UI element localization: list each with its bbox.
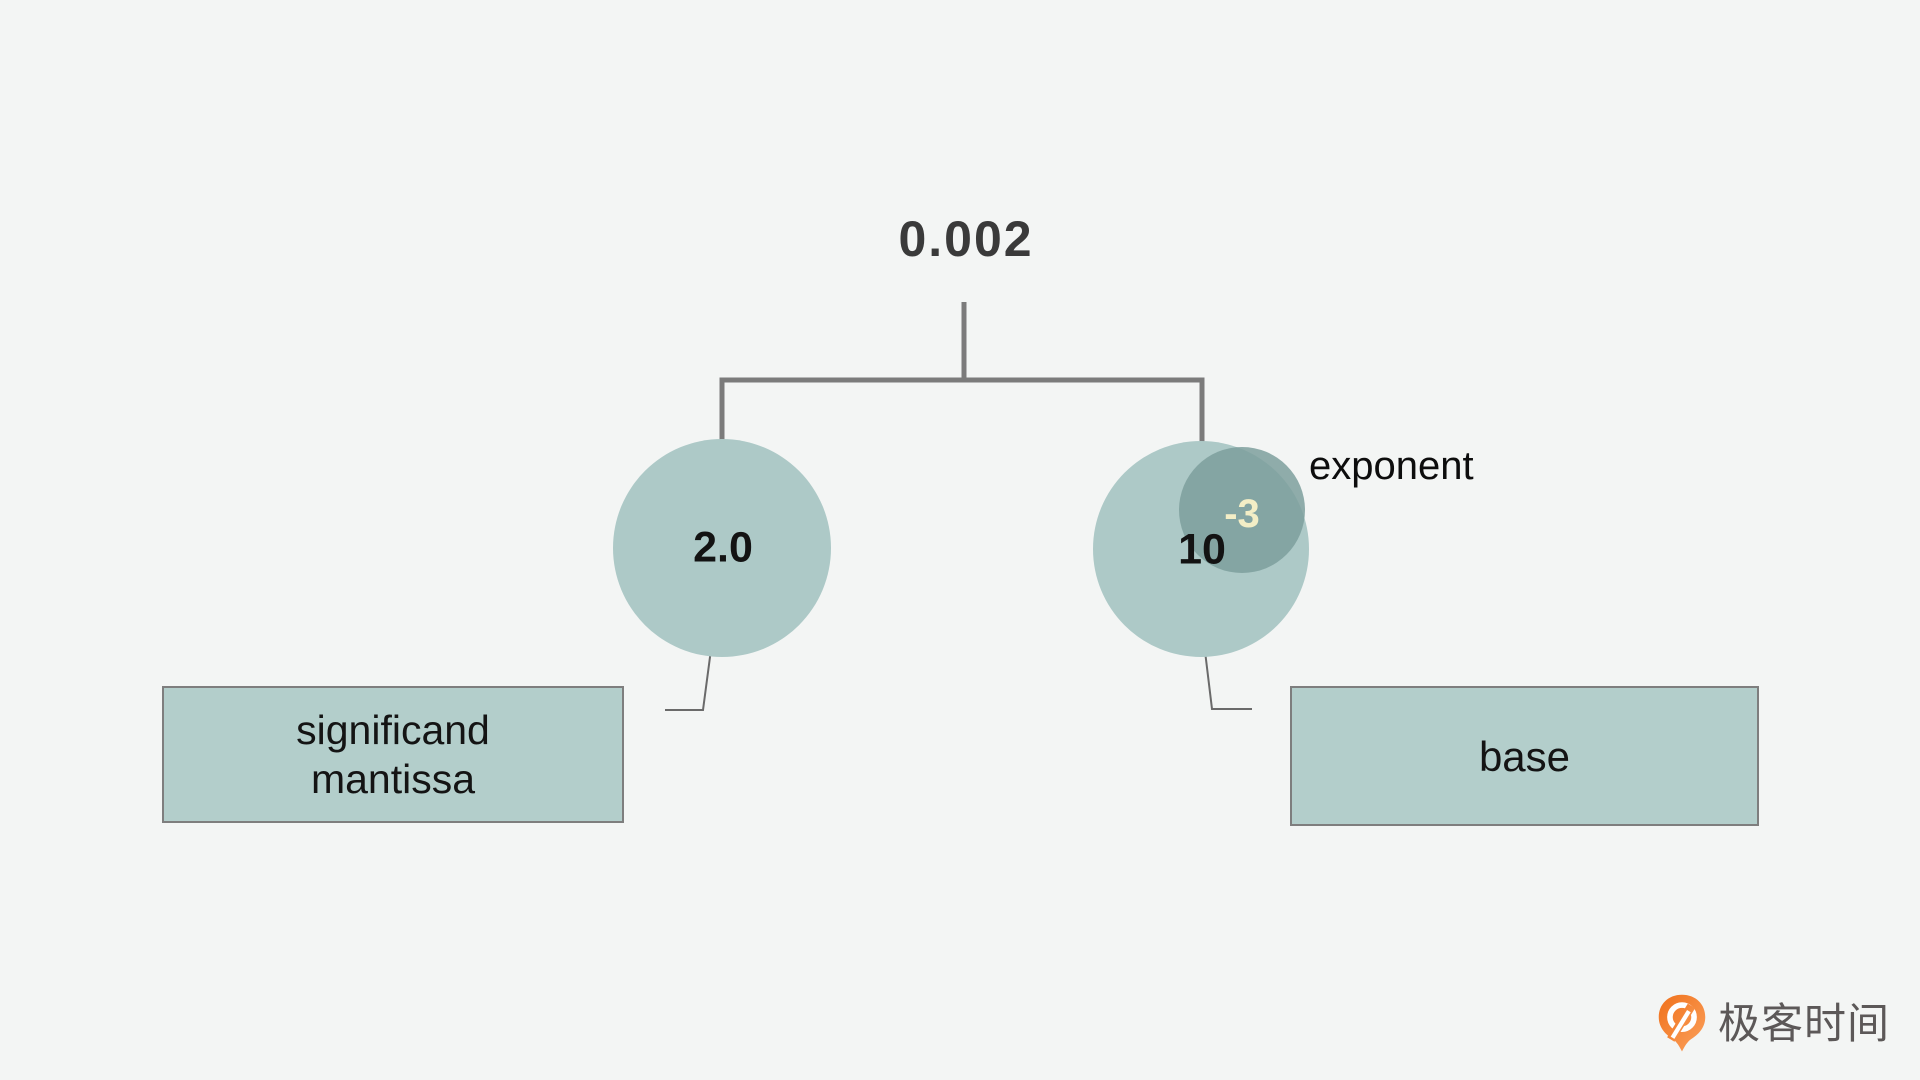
brand-name: 极客时间 — [1718, 1000, 1891, 1047]
significand-circle — [613, 439, 831, 657]
base-value: 10 — [1178, 525, 1226, 574]
exponent-circle: -3 — [1179, 447, 1305, 573]
significand-box: significand mantissa — [162, 686, 624, 823]
root-value: 0.002 — [898, 211, 1034, 267]
base-box: base — [1290, 686, 1759, 826]
exponent-value: -3 — [1224, 491, 1260, 536]
geektime-logo-icon — [1658, 994, 1706, 1052]
brand-logo: 极客时间 — [1656, 993, 1890, 1055]
significand-value: 2.0 — [693, 523, 753, 572]
exponent-label: exponent — [1309, 444, 1474, 488]
significand-box-line2: mantissa — [310, 755, 476, 802]
base-box-label: base — [1478, 732, 1571, 780]
significand-box-line1: significand — [296, 706, 490, 753]
